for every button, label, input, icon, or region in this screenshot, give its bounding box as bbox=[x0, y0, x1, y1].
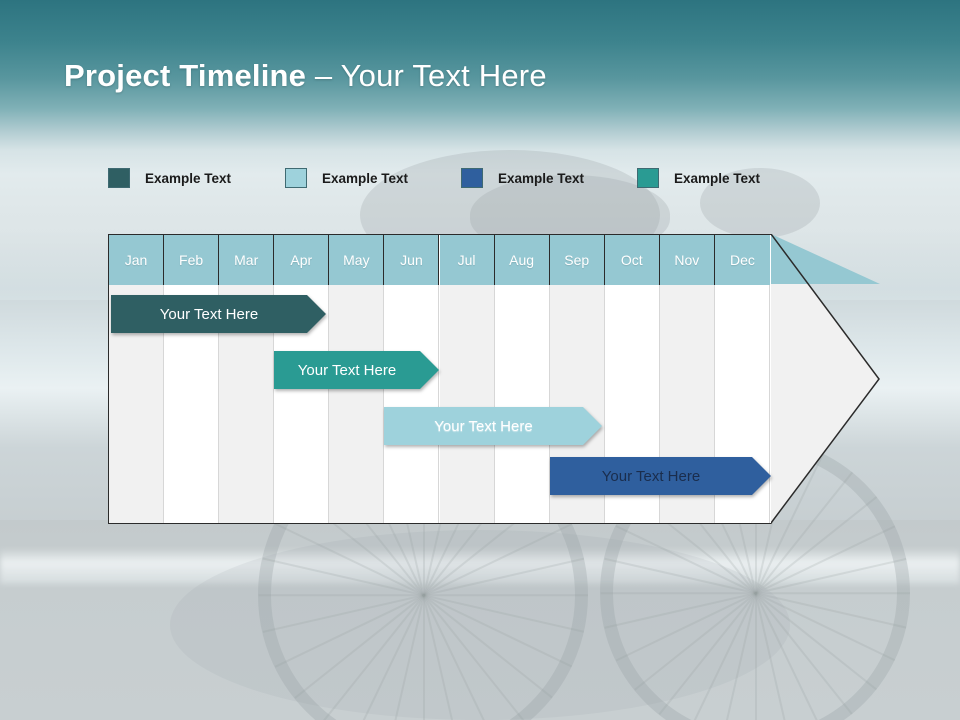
timeline-arrow-head bbox=[771, 234, 880, 524]
page-title-rest: Your Text Here bbox=[340, 58, 547, 93]
task-bar-2[interactable]: Your Text Here bbox=[274, 351, 439, 389]
page-title-bold: Project Timeline bbox=[64, 58, 307, 93]
timeline-column-dec: Dec bbox=[714, 235, 770, 523]
column-divider bbox=[438, 235, 440, 523]
task-bar-1[interactable]: Your Text Here bbox=[111, 295, 326, 333]
month-header-jun[interactable]: Jun bbox=[384, 235, 440, 285]
legend-swatch-1 bbox=[108, 168, 130, 188]
month-header-may[interactable]: May bbox=[329, 235, 385, 285]
task-bar-4[interactable]: Your Text Here bbox=[550, 457, 771, 495]
task-bar-shape bbox=[111, 295, 326, 333]
legend-label-4: Example Text bbox=[674, 170, 761, 186]
task-bar-label-4: Your Text Here bbox=[601, 467, 701, 485]
legend-item-4[interactable]: Example Text bbox=[637, 168, 760, 188]
task-bar-shape bbox=[274, 351, 439, 389]
background-wheel-spokes-left bbox=[258, 430, 588, 720]
task-bar-shape bbox=[384, 407, 602, 445]
background-wheel-spokes-right bbox=[600, 438, 910, 720]
page-title-separator: – bbox=[306, 58, 341, 93]
legend-item-2[interactable]: Example Text bbox=[285, 168, 408, 188]
column-divider bbox=[493, 235, 495, 523]
timeline-column-mar: Mar bbox=[219, 235, 275, 523]
column-divider bbox=[273, 235, 275, 523]
page-title: Project Timeline – Your Text Here bbox=[64, 58, 547, 94]
legend-swatch-3 bbox=[461, 168, 483, 188]
timeline-column-jun: Jun bbox=[384, 235, 440, 523]
legend-label-2: Example Text bbox=[322, 170, 409, 186]
month-header-dec[interactable]: Dec bbox=[714, 235, 770, 285]
legend-item-3[interactable]: Example Text bbox=[461, 168, 584, 188]
month-header-mar[interactable]: Mar bbox=[219, 235, 275, 285]
month-header-apr[interactable]: Apr bbox=[274, 235, 330, 285]
legend-item-1[interactable]: Example Text bbox=[108, 168, 231, 188]
timeline-column-feb: Feb bbox=[164, 235, 220, 523]
task-bar-label-2: Your Text Here bbox=[297, 361, 397, 379]
month-header-sep[interactable]: Sep bbox=[549, 235, 605, 285]
month-header-oct[interactable]: Oct bbox=[604, 235, 660, 285]
legend-label-1: Example Text bbox=[145, 170, 232, 186]
month-header-aug[interactable]: Aug bbox=[494, 235, 550, 285]
task-bar-3[interactable]: Your Text Here bbox=[384, 407, 602, 445]
legend: Example Text Example Text Example Text Exam… bbox=[108, 168, 808, 198]
column-divider bbox=[548, 235, 550, 523]
task-bar-shape bbox=[550, 457, 771, 495]
timeline-column-aug: Aug bbox=[494, 235, 550, 523]
column-divider bbox=[218, 235, 220, 523]
timeline-arrow-outline bbox=[771, 234, 880, 524]
task-bar-label-3: Your Text Here bbox=[434, 417, 533, 435]
column-divider bbox=[768, 235, 770, 523]
timeline-column-jan: Jan bbox=[109, 235, 165, 523]
month-header-feb[interactable]: Feb bbox=[164, 235, 220, 285]
month-header-jul[interactable]: Jul bbox=[439, 235, 495, 285]
column-divider bbox=[658, 235, 660, 523]
background-silhouette-small-rock bbox=[700, 168, 820, 238]
column-divider bbox=[163, 235, 165, 523]
column-divider bbox=[603, 235, 605, 523]
task-bar-label-1: Your Text Here bbox=[159, 305, 259, 323]
timeline-column-oct: Oct bbox=[604, 235, 660, 523]
legend-swatch-2 bbox=[285, 168, 307, 188]
column-divider bbox=[713, 235, 715, 523]
month-header-nov[interactable]: Nov bbox=[659, 235, 715, 285]
month-header-jan[interactable]: Jan bbox=[109, 235, 165, 285]
timeline-column-jul: Jul bbox=[439, 235, 495, 523]
legend-label-3: Example Text bbox=[498, 170, 585, 186]
legend-swatch-4 bbox=[637, 168, 659, 188]
